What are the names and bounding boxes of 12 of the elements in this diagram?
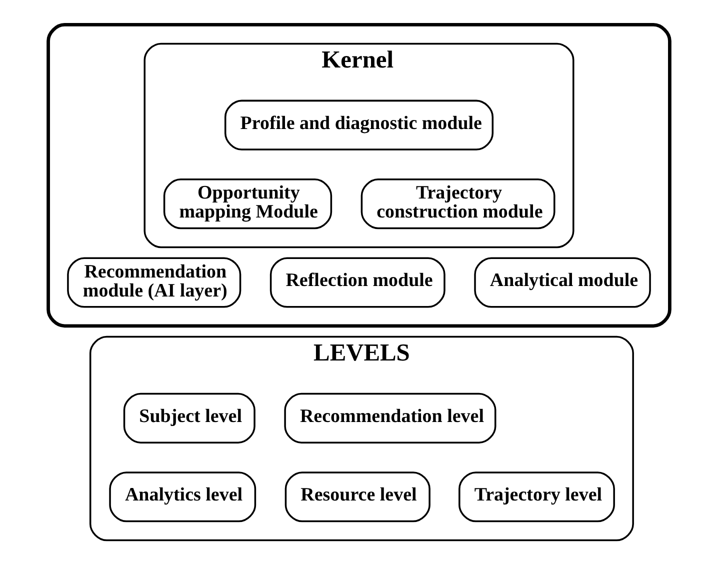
node-box: Recommendation module (AI layer) xyxy=(67,257,242,308)
node-box: Profile and diagnostic module xyxy=(224,100,494,150)
node-box: Recommendation level xyxy=(284,392,496,444)
node-box: Analytics level xyxy=(109,472,256,522)
cluster xyxy=(46,23,672,328)
node-box: Resource level xyxy=(284,472,430,522)
node-box: Trajectory level xyxy=(458,472,615,522)
node-box: Subject level xyxy=(123,392,256,444)
node-box: Trajectory construction module xyxy=(360,178,556,230)
node-box: Opportunity mapping Module xyxy=(163,178,332,230)
node-box: Analytical module xyxy=(474,257,651,308)
node-box: Reflection module xyxy=(270,257,446,308)
